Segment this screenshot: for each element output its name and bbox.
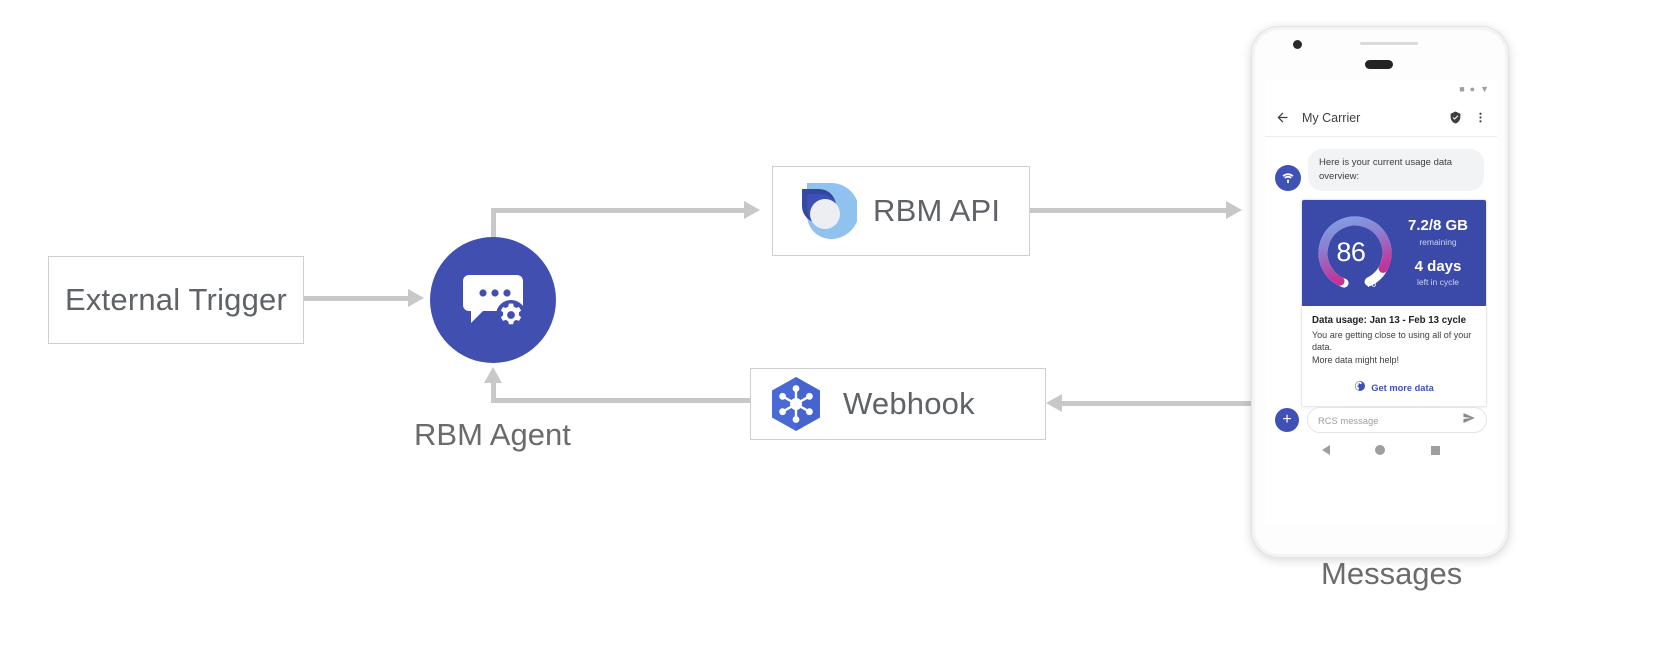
connector-agent-to-api-vertical — [491, 208, 496, 242]
phone-screen: ■ ● ▼ My Carrier — [1265, 79, 1497, 525]
data-remaining-stat: 7.2/8 GB remaining — [1408, 218, 1468, 247]
rbm-agent-node[interactable] — [430, 237, 556, 363]
back-arrow-icon[interactable] — [1275, 110, 1290, 125]
composer-placeholder: RCS message — [1318, 414, 1379, 426]
arrowhead-api-to-phone — [1226, 201, 1242, 219]
app-bar-title: My Carrier — [1302, 110, 1361, 125]
cycle-remaining-value: 4 days — [1414, 257, 1462, 275]
gauge-percent-symbol: % — [1365, 275, 1376, 290]
external-trigger-node[interactable]: External Trigger — [48, 256, 304, 344]
get-more-data-label: Get more data — [1371, 382, 1434, 393]
phone-mockup: ■ ● ▼ My Carrier — [1251, 26, 1509, 558]
external-trigger-label: External Trigger — [64, 282, 288, 317]
wifi-dot-icon: ● — [1469, 83, 1476, 94]
card-description: You are getting close to using all of yo… — [1312, 329, 1476, 367]
rbm-api-node[interactable]: RBM API — [772, 166, 1030, 256]
arrowhead-phone-to-webhook — [1046, 394, 1062, 412]
app-bar: My Carrier — [1265, 99, 1497, 137]
connector-agent-to-api-horizontal — [491, 208, 744, 213]
phone-top-line — [1360, 42, 1418, 45]
card-description-line-2: More data might help! — [1312, 355, 1400, 366]
rbm-agent-label: RBM Agent — [414, 417, 571, 452]
conversation-area: Here is your current usage data overview… — [1265, 137, 1497, 467]
gauge-percent-number: 86 — [1336, 237, 1366, 268]
messages-label: Messages — [1321, 556, 1463, 591]
android-nav-bar — [1265, 437, 1497, 463]
send-icon[interactable] — [1462, 411, 1476, 430]
message-bubble: Here is your current usage data overview… — [1308, 149, 1484, 191]
card-description-line-1: You are getting close to using all of yo… — [1312, 329, 1472, 353]
card-title: Data usage: Jan 13 - Feb 13 cycle — [1312, 314, 1466, 326]
cycle-remaining-stat: 4 days left in cycle — [1414, 257, 1462, 288]
carrier-wifi-avatar-icon — [1275, 164, 1301, 191]
card-stats: 7.2/8 GB remaining 4 days left in cycle — [1398, 218, 1476, 288]
nav-back-icon[interactable] — [1321, 445, 1330, 455]
connector-trigger-to-agent — [304, 296, 408, 301]
rbm-api-label: RBM API — [873, 193, 1001, 228]
connector-phone-to-webhook — [1062, 401, 1258, 406]
rbm-droplet-icon — [799, 183, 857, 239]
verified-shield-icon — [1449, 111, 1462, 124]
incoming-message-row: Here is your current usage data overview… — [1265, 149, 1497, 191]
globe-icon — [1354, 379, 1366, 397]
arrowhead-trigger-to-agent — [408, 289, 424, 307]
card-body: Data usage: Jan 13 - Feb 13 cycle You ar… — [1302, 305, 1486, 371]
message-composer: + RCS message — [1265, 407, 1497, 433]
status-bar: ■ ● ▼ — [1265, 79, 1497, 99]
get-more-data-button[interactable]: Get more data — [1302, 370, 1486, 406]
rich-card[interactable]: 86% 7.2/8 GB remaining 4 days left in cy… — [1301, 198, 1487, 407]
battery-icon: ▼ — [1480, 83, 1489, 94]
gauge-percent-value: 86% — [1312, 210, 1398, 296]
nav-home-icon[interactable] — [1375, 445, 1386, 455]
webhook-hexagon-icon — [772, 377, 820, 431]
connector-webhook-to-agent-horizontal — [491, 398, 751, 403]
data-remaining-value: 7.2/8 GB — [1407, 217, 1469, 235]
arrowhead-agent-to-api — [744, 201, 760, 219]
signal-icon: ■ — [1459, 83, 1465, 94]
plus-icon[interactable]: + — [1275, 408, 1299, 432]
usage-gauge: 86% — [1312, 210, 1398, 296]
connector-api-to-phone — [1030, 208, 1226, 213]
front-camera-icon — [1293, 40, 1302, 49]
card-media: 86% 7.2/8 GB remaining 4 days left in cy… — [1302, 199, 1486, 306]
rcs-message-input[interactable]: RCS message — [1307, 407, 1487, 433]
more-vert-icon[interactable] — [1474, 111, 1487, 124]
nav-recents-icon[interactable] — [1431, 445, 1441, 455]
webhook-label: Webhook — [843, 386, 975, 421]
connector-webhook-to-agent-vertical — [491, 383, 496, 403]
data-remaining-sub: remaining — [1419, 236, 1457, 247]
cycle-remaining-sub: left in cycle — [1416, 277, 1460, 288]
chat-gear-icon — [463, 275, 526, 330]
earpiece-speaker — [1365, 60, 1393, 69]
webhook-node[interactable]: Webhook — [750, 368, 1046, 440]
arrowhead-webhook-to-agent — [484, 367, 502, 383]
